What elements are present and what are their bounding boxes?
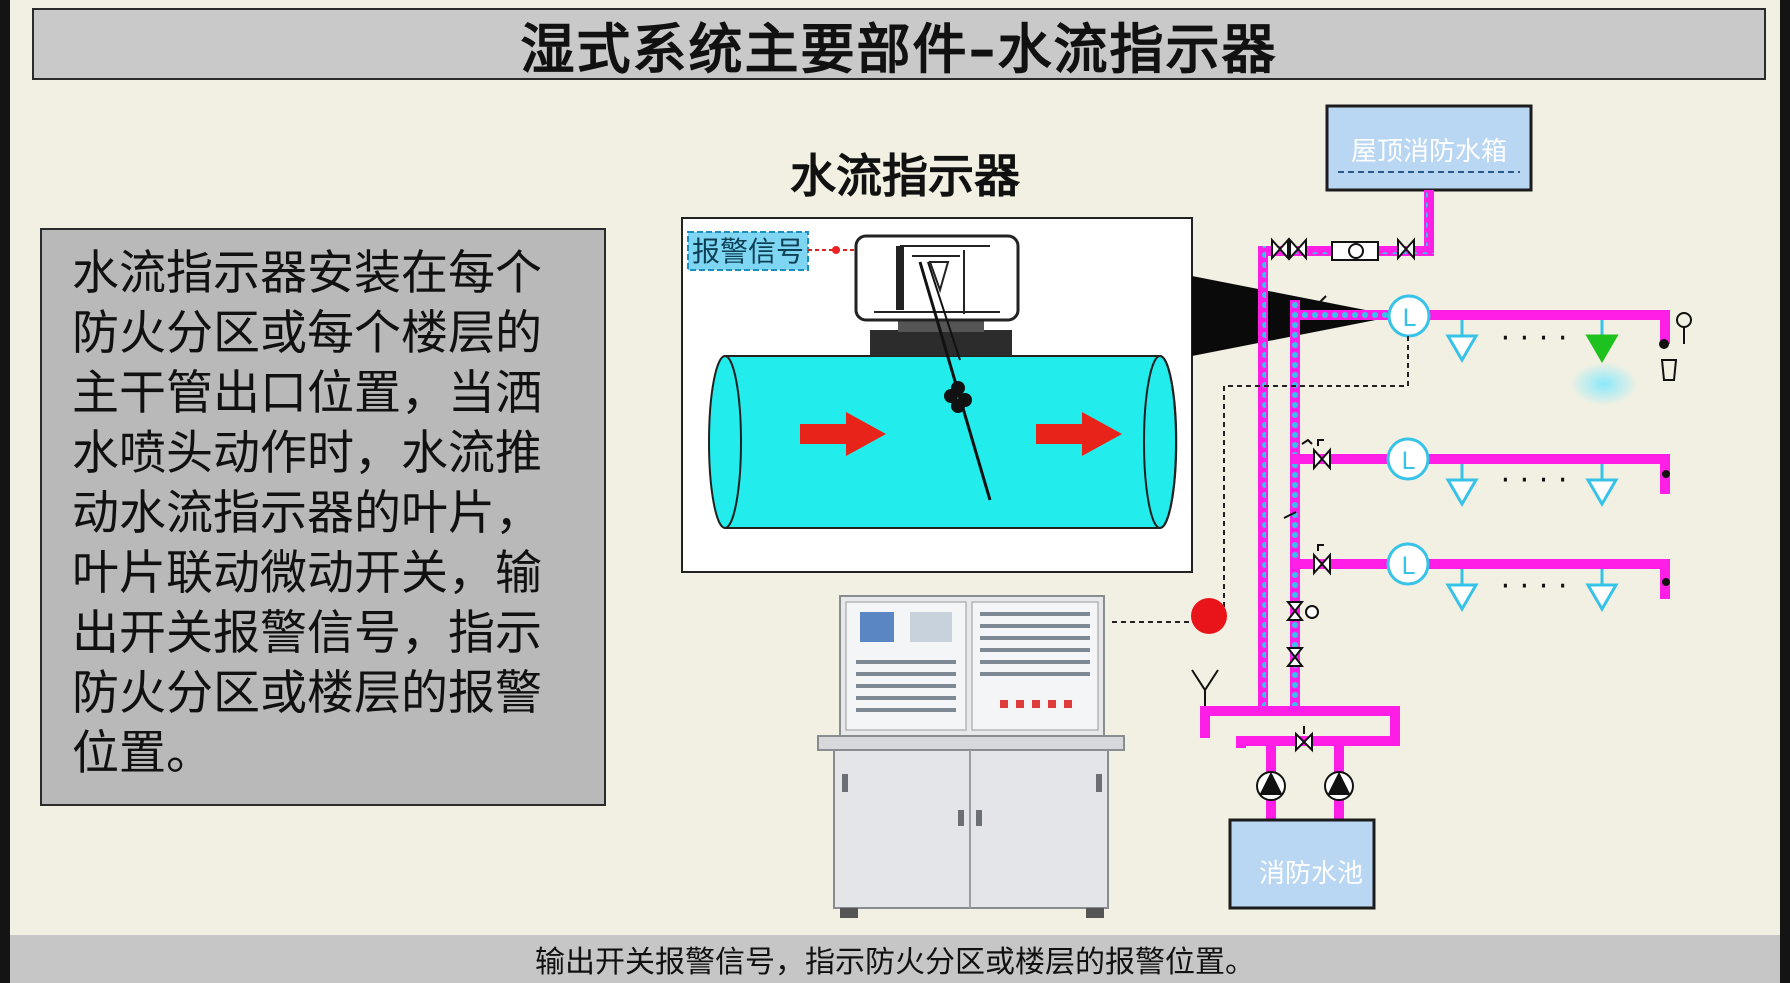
fire-pool-label: 消防水池 [1259, 859, 1363, 889]
paddle-vane [918, 261, 992, 501]
flow-arrow-right [1036, 412, 1122, 456]
sprinkler-heads-floor-2 [1445, 464, 1619, 507]
fire-pumps [1256, 771, 1354, 801]
panel-display [860, 612, 894, 642]
flow-indicator-floor-1: L [1387, 294, 1431, 338]
fire-alarm-control-panel [817, 595, 1125, 918]
ellipsis-floor-3: · · · · [1501, 569, 1568, 604]
signal-wiring [1112, 336, 1409, 623]
alarm-signal-label: 报警信号 [692, 235, 804, 268]
description-box: 水流指示器安装在每个防火分区或每个楼层的主干管出口位置，当洒水喷头动作时，水流推… [40, 228, 606, 806]
sprinkler-heads-floor-1 [1445, 320, 1619, 363]
flow-indicator-floor-2: L [1386, 437, 1430, 481]
alarm-valve-group [1285, 601, 1319, 667]
svg-text:L: L [1402, 304, 1416, 332]
sprinkler-heads-floor-3 [1445, 569, 1619, 612]
flow-indicator-floor-3: L [1386, 542, 1430, 586]
diagram-subtitle: 水流指示器 [790, 149, 1020, 203]
page-title: 湿式系统主要部件–水流指示器 [32, 8, 1766, 81]
flow-indicator-detail-panel: 报警信号 [681, 217, 1193, 573]
roof-water-tank [1325, 104, 1533, 192]
pipe-network: 屋顶消防水箱 L · · · · [1191, 104, 1692, 910]
ellipsis-floor-1: · · · · [1501, 321, 1568, 356]
ellipsis-floor-2: · · · · [1501, 463, 1568, 498]
fire-water-pool [1228, 818, 1376, 910]
svg-text:L: L [1401, 447, 1415, 475]
riser-small-marks [1283, 295, 1327, 519]
svg-text:L: L [1401, 552, 1415, 580]
water-spray-glow [1570, 362, 1638, 406]
header-gate-valve [1295, 726, 1313, 753]
right-frame-border [1780, 0, 1790, 983]
flow-arrow-left [800, 412, 886, 456]
gate-valve-floor-2 [1313, 439, 1331, 471]
caption-bar: 输出开关报警信号，指示防火分区或楼层的报警位置。 [10, 935, 1780, 983]
alarm-signal-indicator [1191, 598, 1227, 634]
roof-tank-label: 屋顶消防水箱 [1351, 137, 1507, 167]
gate-valve-floor-3 [1313, 544, 1331, 576]
mount-flange [898, 320, 984, 332]
branch-end-cap-2 [1662, 470, 1670, 478]
check-valve-tank-line [1271, 237, 1415, 261]
left-frame-border [0, 0, 10, 983]
switch-housing [854, 234, 1020, 322]
branch-end-cap-3 [1662, 578, 1670, 586]
fire-dept-connection [1191, 669, 1219, 706]
test-valve-end [1659, 312, 1692, 381]
alarm-signal-point [832, 246, 840, 254]
alarm-signal-tag [687, 231, 809, 271]
pipe-body [708, 355, 1178, 529]
